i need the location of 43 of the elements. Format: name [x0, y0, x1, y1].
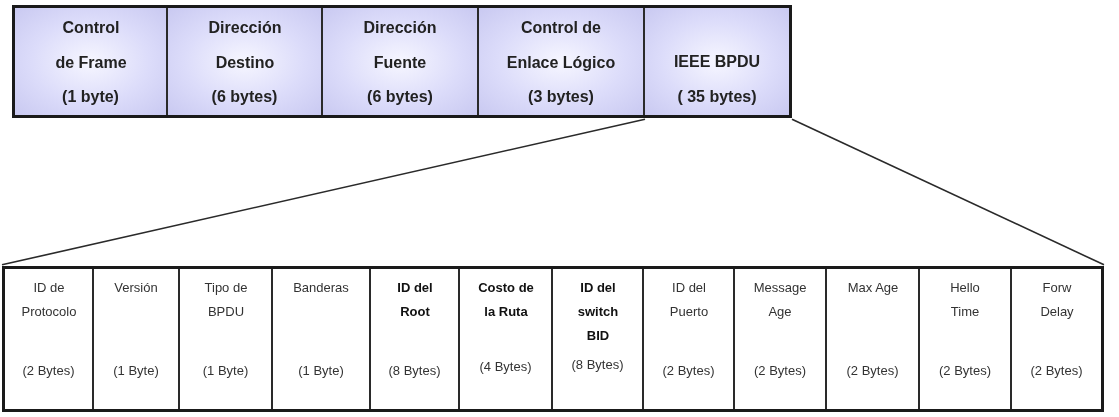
field-name: IEEE BPDU — [672, 52, 762, 72]
field-size: (2 Bytes) — [662, 362, 715, 380]
field-size: (2 Bytes) — [754, 362, 806, 380]
field-size: (1 Byte) — [298, 362, 344, 380]
field-name: Tipo de BPDU — [203, 279, 249, 321]
bpdu-frame — [2, 266, 1104, 412]
field-size: (2 Bytes) — [939, 362, 991, 380]
expansion-line — [1, 118, 646, 266]
field-name: Banderas — [292, 279, 350, 297]
field-size: (2 Bytes) — [846, 362, 899, 380]
field-size: (2 Bytes) — [1030, 362, 1083, 380]
field-name: ID del Puerto — [668, 279, 710, 321]
field-size: (1 Byte) — [113, 362, 159, 380]
field-name: Message Age — [752, 279, 808, 321]
header-field — [645, 8, 789, 115]
field-size: (4 Bytes) — [479, 358, 532, 376]
field-size: (6 bytes) — [211, 87, 278, 107]
field-name: Max Age — [846, 279, 900, 297]
field-size: (3 bytes) — [528, 87, 594, 107]
field-size: (2 Bytes) — [22, 362, 75, 380]
header-field — [479, 8, 645, 115]
field-size: (8 Bytes) — [388, 362, 441, 380]
field-name: Versión — [113, 279, 159, 297]
header-field — [15, 8, 168, 115]
field-size: (1 Byte) — [202, 362, 249, 380]
expansion-line — [791, 118, 1105, 266]
field-name: Control de Frame — [54, 18, 128, 73]
header-field — [323, 8, 479, 115]
field-size: (1 byte) — [62, 87, 119, 107]
field-name: Forw Delay — [1039, 279, 1075, 321]
header-field — [168, 8, 323, 115]
field-name: ID del Root — [396, 279, 434, 321]
field-name: ID de Protocolo — [20, 279, 78, 321]
field-size: ( 35 bytes) — [677, 87, 757, 107]
field-name: Hello Time — [949, 279, 981, 321]
field-name: ID del switch BID — [576, 279, 620, 345]
field-size: (6 bytes) — [367, 87, 433, 107]
field-name: Dirección Fuente — [362, 18, 438, 73]
header-frame — [12, 5, 792, 118]
field-name: Dirección Destino — [207, 18, 283, 73]
field-name: Control de Enlace Lógico — [505, 18, 617, 73]
field-size: (8 Bytes) — [571, 356, 624, 374]
field-name: Costo de la Ruta — [477, 279, 535, 321]
